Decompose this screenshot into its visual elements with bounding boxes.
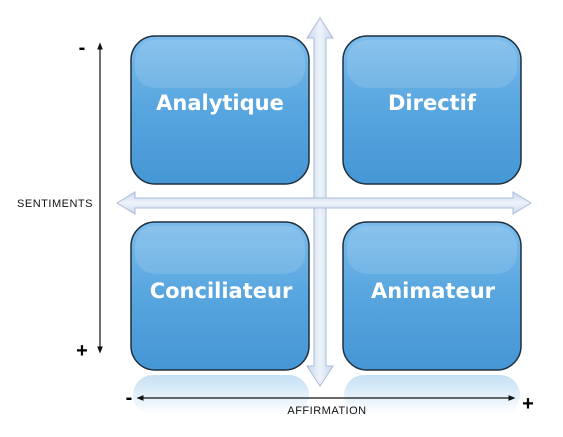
sentiments-axis-label: SENTIMENTS bbox=[17, 198, 93, 210]
quadrant-animateur: Animateur bbox=[342, 221, 522, 371]
affirmation-left-sign: - bbox=[126, 387, 133, 409]
sentiments-bottom-sign: + bbox=[76, 340, 88, 362]
affirmation-axis: AFFIRMATION - + bbox=[126, 387, 534, 417]
affirmation-axis-label: AFFIRMATION bbox=[287, 405, 366, 417]
affirmation-right-sign: + bbox=[522, 393, 534, 415]
quadrant-label-analytique: Analytique bbox=[156, 91, 284, 115]
quadrant-analytique: Analytique bbox=[130, 35, 310, 185]
quadrant-label-animateur: Animateur bbox=[371, 279, 496, 303]
horizontal-double-arrow bbox=[116, 191, 532, 215]
sentiments-top-sign: - bbox=[79, 37, 86, 59]
quadrant-conciliateur: Conciliateur bbox=[130, 221, 310, 371]
sentiments-axis: SENTIMENTS - + bbox=[17, 37, 103, 362]
quadrant-label-conciliateur: Conciliateur bbox=[150, 279, 293, 303]
quadrant-directif: Directif bbox=[342, 35, 522, 185]
box-reflections bbox=[133, 375, 520, 415]
quadrant-label-directif: Directif bbox=[388, 91, 477, 115]
center-cross-arrows bbox=[116, 17, 532, 387]
